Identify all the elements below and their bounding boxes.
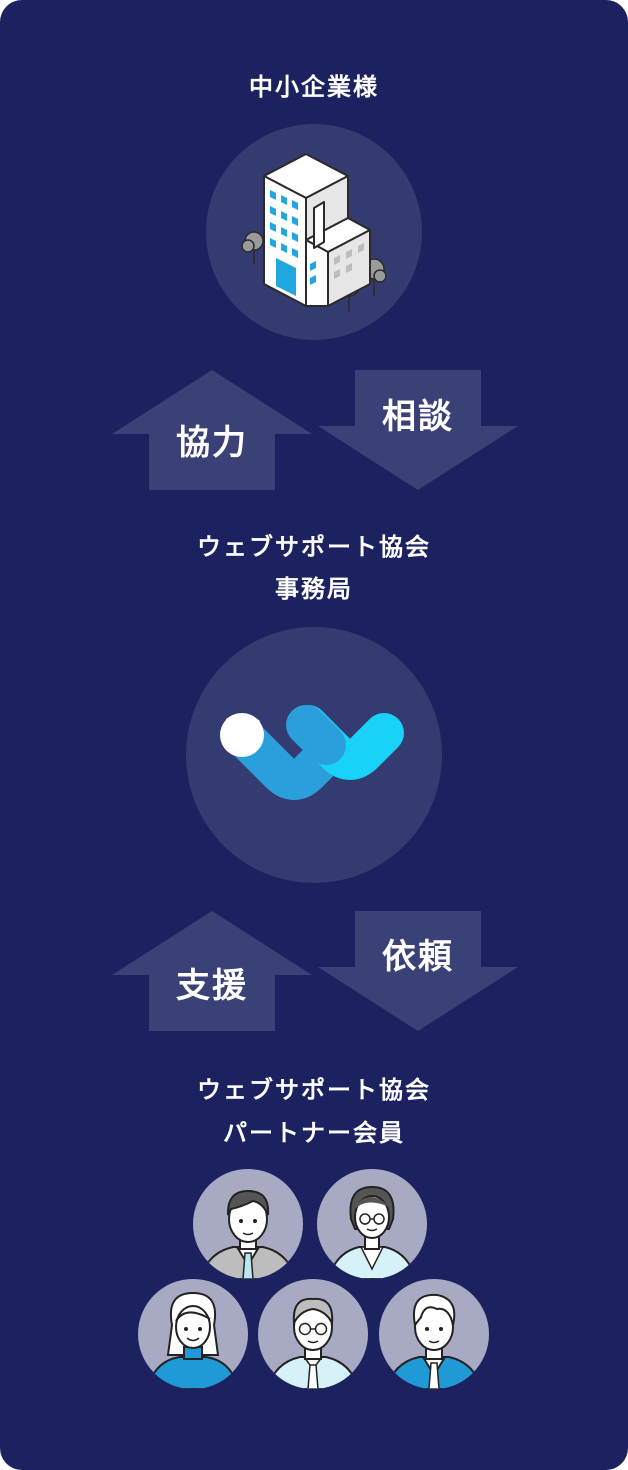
secretariat-circle	[186, 627, 442, 883]
sme-circle	[206, 124, 422, 340]
older-man-glasses-icon	[258, 1279, 368, 1389]
young-man-suit-icon	[379, 1279, 489, 1389]
man-suit-icon	[193, 1169, 303, 1279]
consultation-arrow-down	[318, 370, 518, 490]
building-icon	[241, 153, 387, 312]
partner-title-line2: パートナー会員	[223, 1119, 405, 1147]
woman-sweater-icon	[138, 1279, 248, 1389]
cooperation-label: 協力	[176, 423, 248, 463]
sme-title: 中小企業様	[249, 73, 379, 101]
secretariat-title-line1: ウェブサポート協会	[197, 533, 431, 561]
woman-glasses-icon	[317, 1169, 427, 1279]
consultation-label: 相談	[382, 397, 454, 437]
cooperation-arrow-up	[112, 370, 312, 490]
request-label: 依頼	[382, 937, 454, 977]
support-arrow-up	[112, 911, 312, 1031]
support-label: 支援	[176, 966, 248, 1006]
request-arrow-down	[318, 911, 518, 1031]
secretariat-title-line2: 事務局	[275, 575, 353, 603]
web-support-logo-icon	[220, 705, 404, 800]
partner-title-line1: ウェブサポート協会	[197, 1076, 431, 1104]
